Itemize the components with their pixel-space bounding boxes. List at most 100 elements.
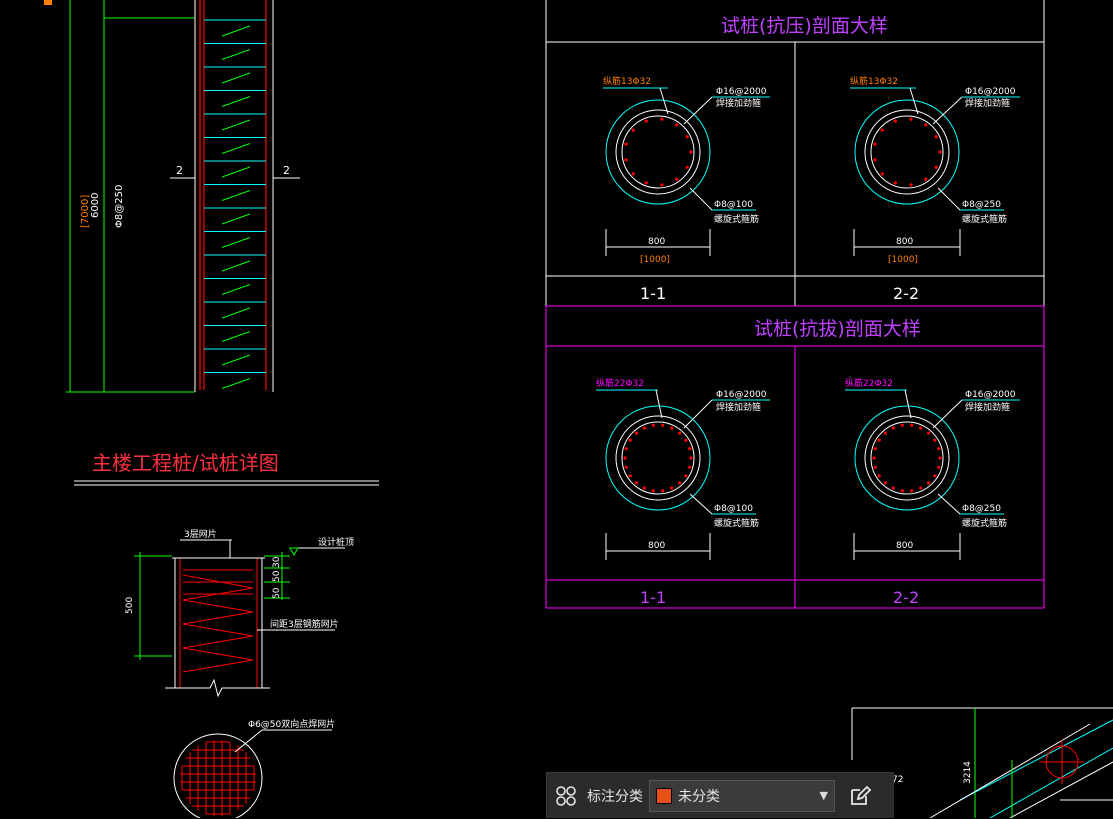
rebar-dot <box>678 431 682 435</box>
rebar-dot <box>880 128 884 132</box>
rebar-dot <box>670 486 674 490</box>
rebar-dot <box>689 456 693 460</box>
stirrup-diagonal <box>221 25 251 37</box>
rebar-dot <box>660 183 664 187</box>
c2-spiral-bar: Φ8@250 <box>962 200 1001 210</box>
category-select-value: 未分类 <box>678 788 720 805</box>
stirrup-label: Φ8@250 <box>114 185 125 228</box>
rebar-dot <box>660 117 664 121</box>
rebar-dot <box>873 142 877 146</box>
stirrup-pattern <box>204 19 266 389</box>
rebar-dot <box>910 423 914 427</box>
edit-button[interactable] <box>841 773 879 819</box>
rebar-dot <box>675 123 679 127</box>
mesh-label: 3层网片 <box>184 528 217 540</box>
section-name-c2: 2-2 <box>893 284 919 303</box>
pile-detail-title: 主楼工程桩/试桩详图 <box>92 451 279 475</box>
pile-top-detail: 3层网片 设计桩顶 30 50 50 500 间距3层钢筋网片 Φ6@50双向点… <box>125 528 354 818</box>
rebar-dot <box>880 172 884 176</box>
c2-ring-note: 焊接加劲箍 <box>965 97 1010 109</box>
category-color-swatch <box>656 787 672 804</box>
stirrup-diagonal <box>221 49 251 60</box>
compression-title: 试桩(抗压)剖面大样 <box>721 15 888 37</box>
rebar-dot <box>675 177 679 181</box>
rebar-dot <box>900 423 904 427</box>
stirrup-diagonal <box>221 72 251 84</box>
rebar-dot <box>877 438 881 442</box>
rebar-dot <box>891 486 895 490</box>
stirrup-diagonal <box>221 284 251 295</box>
section-mark-right: 2 <box>283 164 290 177</box>
rebar-dot <box>937 447 941 451</box>
rebar-dot <box>651 423 655 427</box>
rebar-dot <box>661 423 665 427</box>
stirrup-diagonal <box>221 354 251 366</box>
rebar-dot <box>934 165 938 169</box>
t1-ring-note: 焊接加劲箍 <box>716 401 761 413</box>
dim-50a: 50 <box>272 570 282 582</box>
category-select[interactable]: 未分类 ▼ <box>649 779 835 812</box>
rebar-dot <box>684 438 688 442</box>
rebar-dot <box>642 486 646 490</box>
rebar-dot <box>684 474 688 478</box>
dim-length-bracket: [7000] <box>80 195 91 228</box>
rebar-dot <box>927 481 931 485</box>
rebar-dot <box>873 447 877 451</box>
category-label: 标注分类 <box>587 788 643 805</box>
annotation-toolbar: 标注分类 未分类 ▼ <box>546 772 894 818</box>
level-label: 设计桩顶 <box>318 536 354 548</box>
tension-title: 试桩(抗拔)剖面大样 <box>754 318 921 340</box>
rebar-note: 间距3层钢筋网片 <box>270 618 339 630</box>
rebar-dot <box>919 426 923 430</box>
rebar-dot <box>644 181 648 185</box>
section-name-c1: 1-1 <box>640 284 666 303</box>
rebar-dot <box>661 489 665 493</box>
t2-main-bar: 纵筋22Φ32 <box>845 377 893 389</box>
t2-ring-note: 焊接加劲箍 <box>965 401 1010 413</box>
stirrup-diagonal <box>221 378 251 389</box>
rebar-dot <box>688 465 692 469</box>
stirrup-diagonal <box>221 331 251 342</box>
rebar-dot <box>624 142 628 146</box>
rebar-dot <box>891 426 895 430</box>
c1-spiral-note: 螺旋式箍筋 <box>714 213 759 225</box>
partial-dim-a: 72 <box>892 775 903 785</box>
chevron-down-icon: ▼ <box>819 789 828 802</box>
rebar-dot <box>634 431 639 435</box>
stirrup-diagonal <box>221 307 251 319</box>
rebar-dot <box>877 474 881 478</box>
rebar-dot <box>924 177 928 181</box>
rebar-dot <box>628 438 632 442</box>
tension-section-table: 试桩(抗拔)剖面大样 1-1 2-2 <box>545 305 1045 609</box>
t1-diameter: 800 <box>648 541 665 551</box>
section-name-t1: 1-1 <box>640 588 666 607</box>
rebar-dot <box>934 135 938 139</box>
rebar-dot <box>670 426 674 430</box>
grid-menu-button[interactable] <box>547 773 585 819</box>
t2-ring-bar: Φ16@2000 <box>965 390 1016 400</box>
c1-ring-note: 焊接加劲箍 <box>716 97 761 109</box>
rebar-dot <box>893 181 897 185</box>
stirrup-diagonal <box>221 143 251 154</box>
t1-ring-bar: Φ16@2000 <box>716 390 767 400</box>
mesh-grid <box>180 740 256 816</box>
c2-main-bar: 纵筋13Φ32 <box>850 75 898 87</box>
rebar-dot <box>937 465 941 469</box>
rebar-dot <box>623 456 627 460</box>
dim-length: 6000 <box>90 193 101 218</box>
mesh-spec: Φ6@50双向点焊网片 <box>248 718 335 730</box>
rebar-dot <box>631 172 635 176</box>
c1-main-bar: 纵筋13Φ32 <box>603 75 651 87</box>
rebar-dot <box>644 119 648 123</box>
rebar-dot <box>685 165 689 169</box>
rebar-dot <box>900 489 904 493</box>
rebar-dot <box>909 117 913 121</box>
rebar-dot <box>624 465 628 469</box>
stirrup-diagonal <box>221 166 251 178</box>
rebar-dot <box>883 431 888 435</box>
rebar-dot <box>873 158 877 162</box>
rebar-dot <box>883 481 888 485</box>
c2-spiral-note: 螺旋式箍筋 <box>962 213 1007 225</box>
t2-diameter: 800 <box>896 541 913 551</box>
